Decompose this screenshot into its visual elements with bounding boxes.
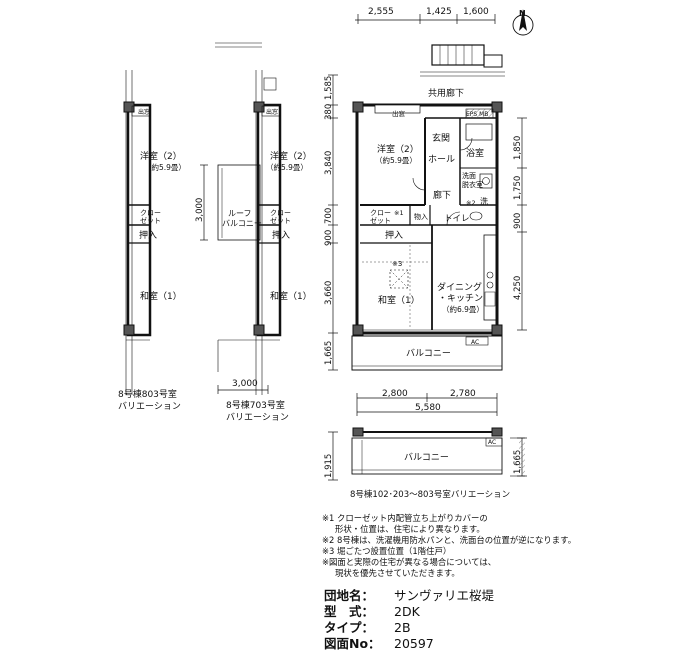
bottom-dimension-line [356,393,498,416]
right-dimension-line [517,117,527,331]
hall-label: ホール [428,154,455,165]
bottom-dim-1: 2,800 [382,389,408,399]
var102-dim-left: 1,915 [324,454,334,478]
var803-oshiire: 押入 [139,229,157,241]
western-room-2-label: 洋室（2） [377,143,419,155]
note1-marker: ※1 [394,209,404,217]
variation-703-plan [200,42,282,395]
left-dim-3: 3,840 [324,151,334,175]
spec-kind-value: 2B [394,620,411,635]
right-dim-2: 1,750 [513,176,523,200]
var703-dim-height: 3,000 [195,198,205,222]
var703-oshiire: 押入 [272,229,290,241]
right-dim-3: 900 [513,213,523,229]
var703-caption: 8号棟703号室バリエーション [226,399,289,423]
left-dim-6: 3,660 [324,281,334,305]
bottom-dim-2: 2,780 [450,389,476,399]
var102-balcony: バルコニー [404,452,449,463]
spec-drawing-label: 図面No： [324,636,381,651]
ac-label: AC [471,339,479,346]
entrance-label: 玄関 [432,132,450,144]
var803-window: 出窓 [138,108,150,116]
note-line: ※図面と実際の住宅が異なる場合については、 [322,557,497,567]
bath-label: 浴室 [466,147,484,159]
left-dim-5: 900 [324,230,334,246]
spec-complex-value: サンヴァリエ桜堤 [394,588,495,603]
variation-102-plan [328,427,527,481]
var703-closet: クローゼット [270,209,291,225]
bottom-dim-total: 5,580 [415,403,441,413]
spec-row-drawing: 図面No： 20597 [324,636,494,652]
note-line: ※3 堀ごたつ設置位置（1階住戸） [322,546,452,556]
var703-western: 洋室（2） [270,150,312,162]
window-label: 出窓 [392,109,406,118]
var703-dim-width: 3,000 [232,379,258,389]
variation-803-plan [123,70,152,395]
balcony-label: バルコニー [406,348,451,359]
spec-type-label: 型 式： [324,604,375,619]
spec-kind-label: タイプ： [324,620,375,635]
spec-block: 団地名： サンヴァリエ桜堤 型 式： 2DK タイプ： 2B 図面No： 205… [324,588,494,652]
compass-label: N [519,9,526,18]
hallway-label: 廊下 [433,189,451,201]
eps-label: EPS MB [466,111,488,118]
right-dim-1: 1,850 [513,136,523,160]
top-dim-2: 1,425 [426,7,452,17]
western-room-2-size: （約5.9畳） [375,155,417,165]
top-dim-3: 1,600 [463,7,489,17]
north-arrow-icon [512,9,534,36]
var803-western-size: （約5.9畳） [144,162,186,172]
closet-label: クローゼット [370,209,391,225]
note-line: 現状を優先させていただきます。 [335,568,460,578]
washroom-label: 洗面脱衣室 [462,171,483,189]
note3-marker: ※3 [392,260,402,268]
var803-western: 洋室（2） [140,150,182,162]
left-dim-7: 1,665 [324,341,334,365]
storage-label: 物入 [414,212,428,221]
spec-complex-label: 団地名： [324,588,375,603]
left-dimension-line [328,74,338,371]
var803-closet: クローゼット [140,209,161,225]
note-line: 形状・位置は、住宅により異なります。 [335,524,485,534]
var102-caption: 8号棟102･203～803号室バリエーション [350,489,510,500]
note2-marker: ※2 [466,199,476,207]
right-dim-4: 4,250 [513,276,523,300]
var803-caption: 8号棟803号室バリエーション [118,388,181,412]
oshiire-label: 押入 [385,229,403,241]
toilet-label: トイレ [444,214,470,224]
var803-japanese: 和室（1） [140,290,182,302]
top-dim-1: 2,555 [368,7,394,17]
var102-dim-right: 1,665 [513,450,523,474]
left-dim-2: 380 [324,104,334,120]
dining-kitchen-label: ダイニング・キッチン [437,281,483,304]
left-dim-4: 700 [324,208,334,224]
var703-roof-balcony: ルーフバルコニー [222,209,262,228]
japanese-room-1-label: 和室（1） [378,294,420,306]
spec-row-type: 型 式： 2DK [324,604,494,620]
eps-mb-shaft [465,108,494,119]
var703-western-size: （約5.9畳） [266,162,308,172]
main-plan [351,44,505,371]
note-line: ※1 クローゼット内配管立ち上がりカバーの [322,513,488,523]
notes-block: ※1 クローゼット内配管立ち上がりカバーの 形状・位置は、住宅により異なります。… [322,513,692,579]
var703-japanese: 和室（1） [270,290,312,302]
var703-window: 出窓 [266,108,278,116]
note-line: ※2 8号棟は、洗濯機用防水パンと、洗面台の位置が逆になります。 [322,535,577,545]
spec-drawing-value: 20597 [394,636,434,651]
corridor-label: 共用廊下 [428,87,464,99]
spec-row-complex: 団地名： サンヴァリエ桜堤 [324,588,494,604]
dining-size: （約6.9畳） [442,304,484,314]
var102-rail-hatch [519,440,525,474]
spec-row-kind: タイプ： 2B [324,620,494,636]
left-dim-1: 1,585 [324,76,334,100]
spec-type-value: 2DK [394,604,420,619]
var102-ac: AC [488,439,496,446]
washer-label: 洗 [480,196,488,206]
top-dimension-line [355,14,496,24]
